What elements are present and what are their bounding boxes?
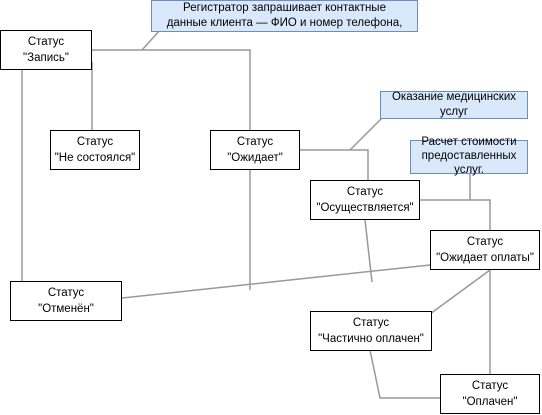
note-registrar-bg bbox=[151, 0, 418, 32]
status-oplachen[interactable]: Статус "Оплачен" bbox=[440, 374, 540, 414]
note-connector-registrar bbox=[141, 29, 161, 51]
edge-to-otmenen bbox=[121, 264, 431, 299]
status-zapis[interactable]: Статус "Запись" bbox=[0, 30, 92, 70]
status-osushch-line2: "Осуществляется" bbox=[316, 202, 414, 214]
note-cost-line1: Расчет стоимости bbox=[421, 136, 517, 148]
status-ozhidaet-oplaty-line1: Статус bbox=[466, 236, 504, 248]
status-osushchestvlyaetsya[interactable]: Статус "Осуществляется" bbox=[310, 180, 420, 220]
edge-chastichno-oplachen bbox=[369, 349, 440, 399]
note-cost: Расчет стоимости предоставленных услуг. bbox=[410, 134, 528, 178]
status-oplachen-line1: Статус bbox=[471, 380, 509, 392]
status-zapis-line2: "Запись" bbox=[23, 52, 69, 64]
status-ozhidaet-oplaty[interactable]: Статус "Ожидает оплаты" bbox=[430, 230, 540, 270]
status-chastichno-line2: "Частично оплачен" bbox=[318, 333, 424, 345]
status-ne-sostoyalsya-line1: Статус bbox=[76, 136, 114, 148]
status-otmenen[interactable]: Статус "Отменён" bbox=[10, 281, 122, 321]
edge-ozhidaet-osushch bbox=[298, 149, 369, 180]
status-ozhidaet-line1: Статус bbox=[236, 136, 274, 148]
note-cost-bg bbox=[410, 140, 528, 174]
status-zapis-line1: Статус bbox=[27, 36, 65, 48]
status-ne-sostoyalsya[interactable]: Статус "Не состоялся" bbox=[50, 130, 140, 170]
note-registrar-line2: данные клиента — ФИО и номер телефона, bbox=[166, 17, 403, 29]
note-connector-services bbox=[349, 117, 383, 151]
note-registrar: Регистратор запрашивает контактные данны… bbox=[151, 0, 418, 32]
note-registrar-line1: Регистратор запрашивает контактные bbox=[183, 2, 386, 14]
note-services-bg bbox=[380, 91, 528, 119]
note-cost-line2: предоставленных bbox=[421, 150, 517, 162]
edge-zapis-ozhidaet bbox=[92, 49, 251, 130]
status-ozhidaet[interactable]: Статус "Ожидает" bbox=[210, 130, 300, 170]
status-ozhidaet-oplaty-line2: "Ожидает оплаты" bbox=[436, 252, 534, 264]
edge-osushch-down bbox=[364, 219, 373, 283]
status-chastichno-line1: Статус bbox=[352, 317, 390, 329]
status-otmenen-line2: "Отменён" bbox=[38, 303, 94, 315]
status-ozhidaet-line2: "Ожидает" bbox=[227, 152, 283, 164]
status-chastichno-oplachen[interactable]: Статус "Частично оплачен" bbox=[310, 311, 432, 351]
status-ne-sostoyalsya-line2: "Не состоялся" bbox=[54, 152, 136, 164]
status-otmenen-line1: Статус bbox=[47, 287, 85, 299]
note-services-line1: Оказание медицинских bbox=[391, 91, 517, 103]
note-services-line2: услуг bbox=[439, 106, 469, 118]
edge-ozhidaet-oplaty-chastichno bbox=[429, 269, 491, 315]
note-services: Оказание медицинских услуг bbox=[380, 91, 528, 119]
status-oplachen-line2: "Оплачен" bbox=[462, 396, 518, 408]
edge-osushch-ozhidaet-oplaty bbox=[418, 199, 491, 230]
status-osushch-line1: Статус bbox=[346, 186, 384, 198]
note-cost-line3: услуг. bbox=[454, 164, 484, 176]
